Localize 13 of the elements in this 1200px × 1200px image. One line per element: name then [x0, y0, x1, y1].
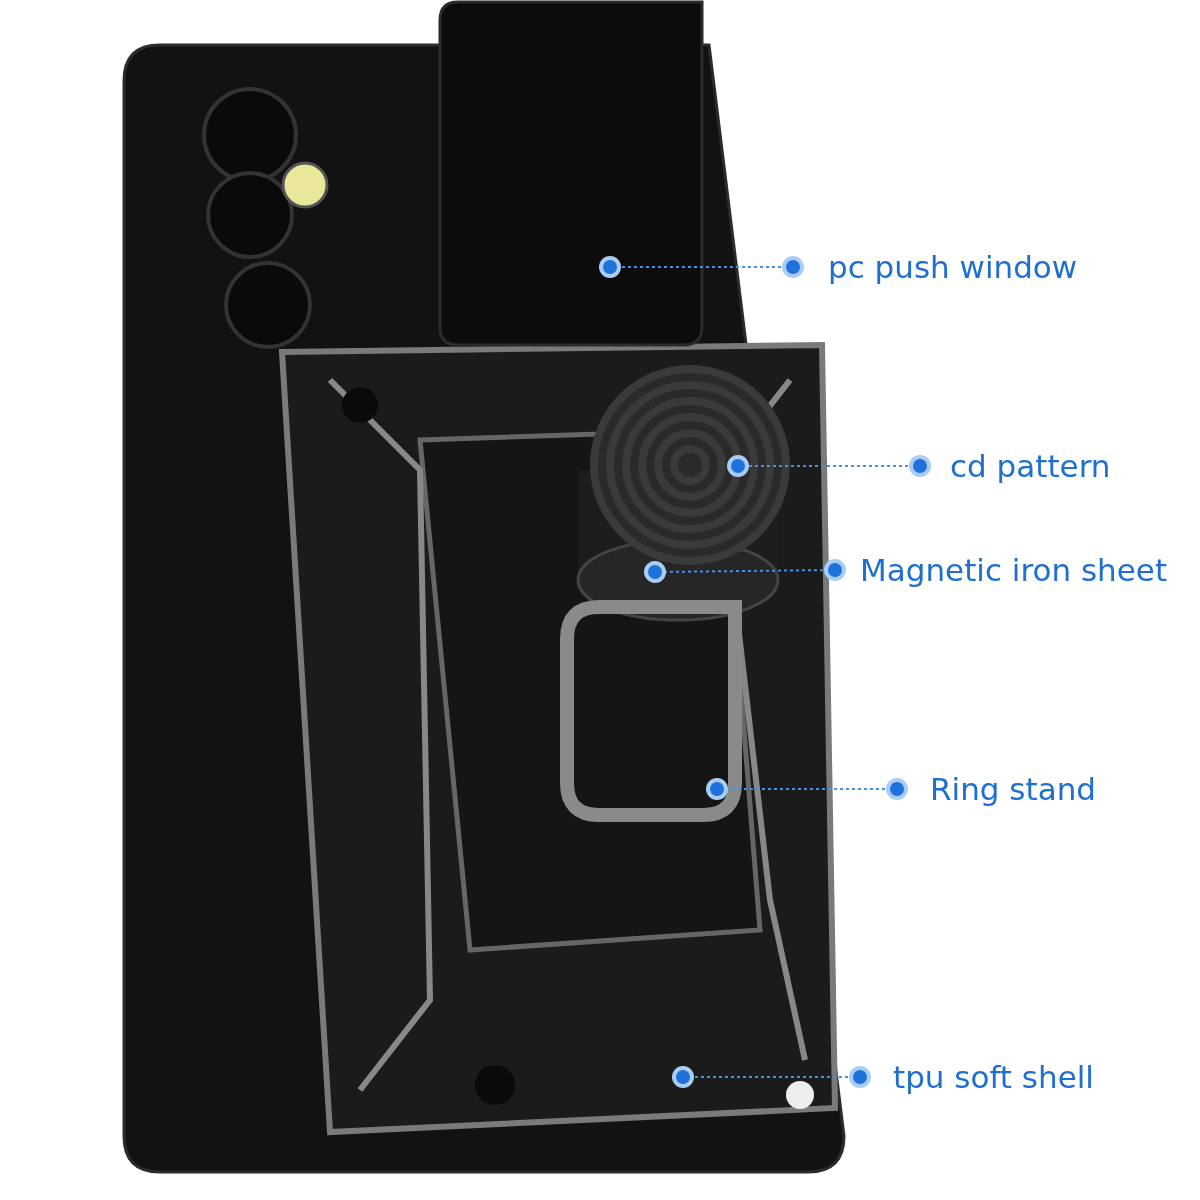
callout-label: Ring stand [897, 767, 1096, 811]
callout-label: tpu soft shell [860, 1055, 1094, 1099]
cd-pattern-disc [590, 365, 790, 565]
leader-line [727, 455, 931, 477]
leader-line [599, 256, 804, 278]
push-window-slider [438, 0, 704, 347]
leader-line [672, 1066, 871, 1088]
ring-stand [560, 600, 742, 822]
leader-line [706, 778, 908, 800]
callout-label: cd pattern [920, 444, 1111, 488]
leader-line [644, 559, 846, 583]
callout-label: Magnetic iron sheet [835, 548, 1168, 592]
callout-label: pc push window [793, 245, 1078, 289]
